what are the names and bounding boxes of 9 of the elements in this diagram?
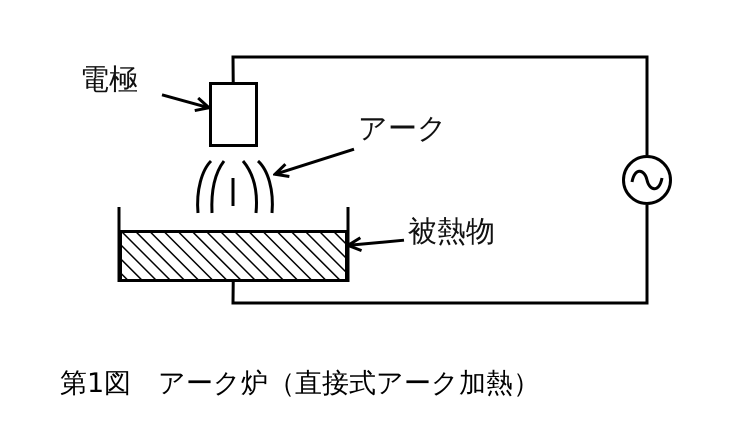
leader-arrow	[162, 93, 210, 112]
leader-arrow	[346, 236, 404, 252]
leader-arrow	[274, 148, 354, 178]
part-label: アーク	[358, 115, 448, 144]
wire	[231, 56, 648, 155]
figure-caption: 第1図 アーク炉（直接式アーク加熱）	[60, 367, 540, 401]
wire	[231, 205, 648, 304]
part-label: 電極	[80, 66, 139, 95]
part-label: 被熱物	[408, 218, 496, 247]
